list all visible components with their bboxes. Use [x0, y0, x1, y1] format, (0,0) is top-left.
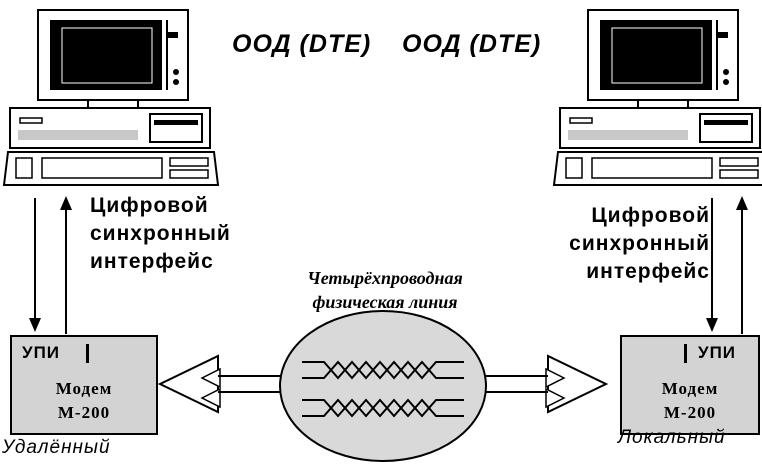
modem-left-model: М-200	[57, 403, 111, 422]
dte-left-label: ООД (DTE)	[232, 30, 372, 58]
modem-left-upi-bar	[86, 344, 89, 363]
left-arrow-up	[60, 196, 72, 334]
twisted-pair-top	[302, 360, 464, 380]
interface-right-label: Цифровой синхронный интерфейс	[530, 202, 710, 286]
line-ellipse	[279, 310, 487, 462]
modem-left-name: Модем	[55, 379, 113, 398]
interface-right-line-2: синхронный	[569, 232, 710, 255]
left-line-driver	[157, 354, 292, 414]
modem-right-box: УПИ Модем М-200	[620, 335, 760, 435]
left-arrow-down	[29, 198, 41, 332]
interface-left-line-2: синхронный	[90, 222, 231, 245]
twisted-pair-bottom	[302, 398, 464, 418]
modem-right-upi: УПИ	[698, 343, 737, 362]
modem-right-model: М-200	[663, 403, 717, 422]
right-line-driver	[474, 354, 609, 414]
interface-left-line-1: Цифровой	[90, 194, 209, 217]
modem-right-upi-bar	[684, 344, 687, 363]
line-label-2: физическая линия	[312, 292, 458, 312]
modem-left-box: УПИ Модем М-200	[10, 335, 158, 435]
modem-left-upi: УПИ	[22, 343, 61, 362]
line-label: Четырёхпроводная физическая линия	[250, 266, 520, 314]
modem-right-location: Локальный	[618, 427, 726, 448]
right-computer-icon	[553, 9, 762, 186]
interface-left-label: Цифровой синхронный интерфейс	[90, 192, 231, 276]
left-computer-icon	[3, 9, 219, 186]
right-arrow-up	[736, 196, 748, 334]
line-label-1: Четырёхпроводная	[307, 268, 463, 288]
right-arrow-down	[706, 198, 718, 332]
interface-right-line-1: Цифровой	[591, 204, 710, 227]
interface-left-line-3: интерфейс	[90, 250, 214, 273]
interface-right-line-3: интерфейс	[586, 260, 710, 283]
modem-right-name: Модем	[661, 379, 719, 398]
dte-right-label: ООД (DTE)	[402, 30, 542, 58]
modem-left-location: Удалённый	[2, 437, 111, 458]
